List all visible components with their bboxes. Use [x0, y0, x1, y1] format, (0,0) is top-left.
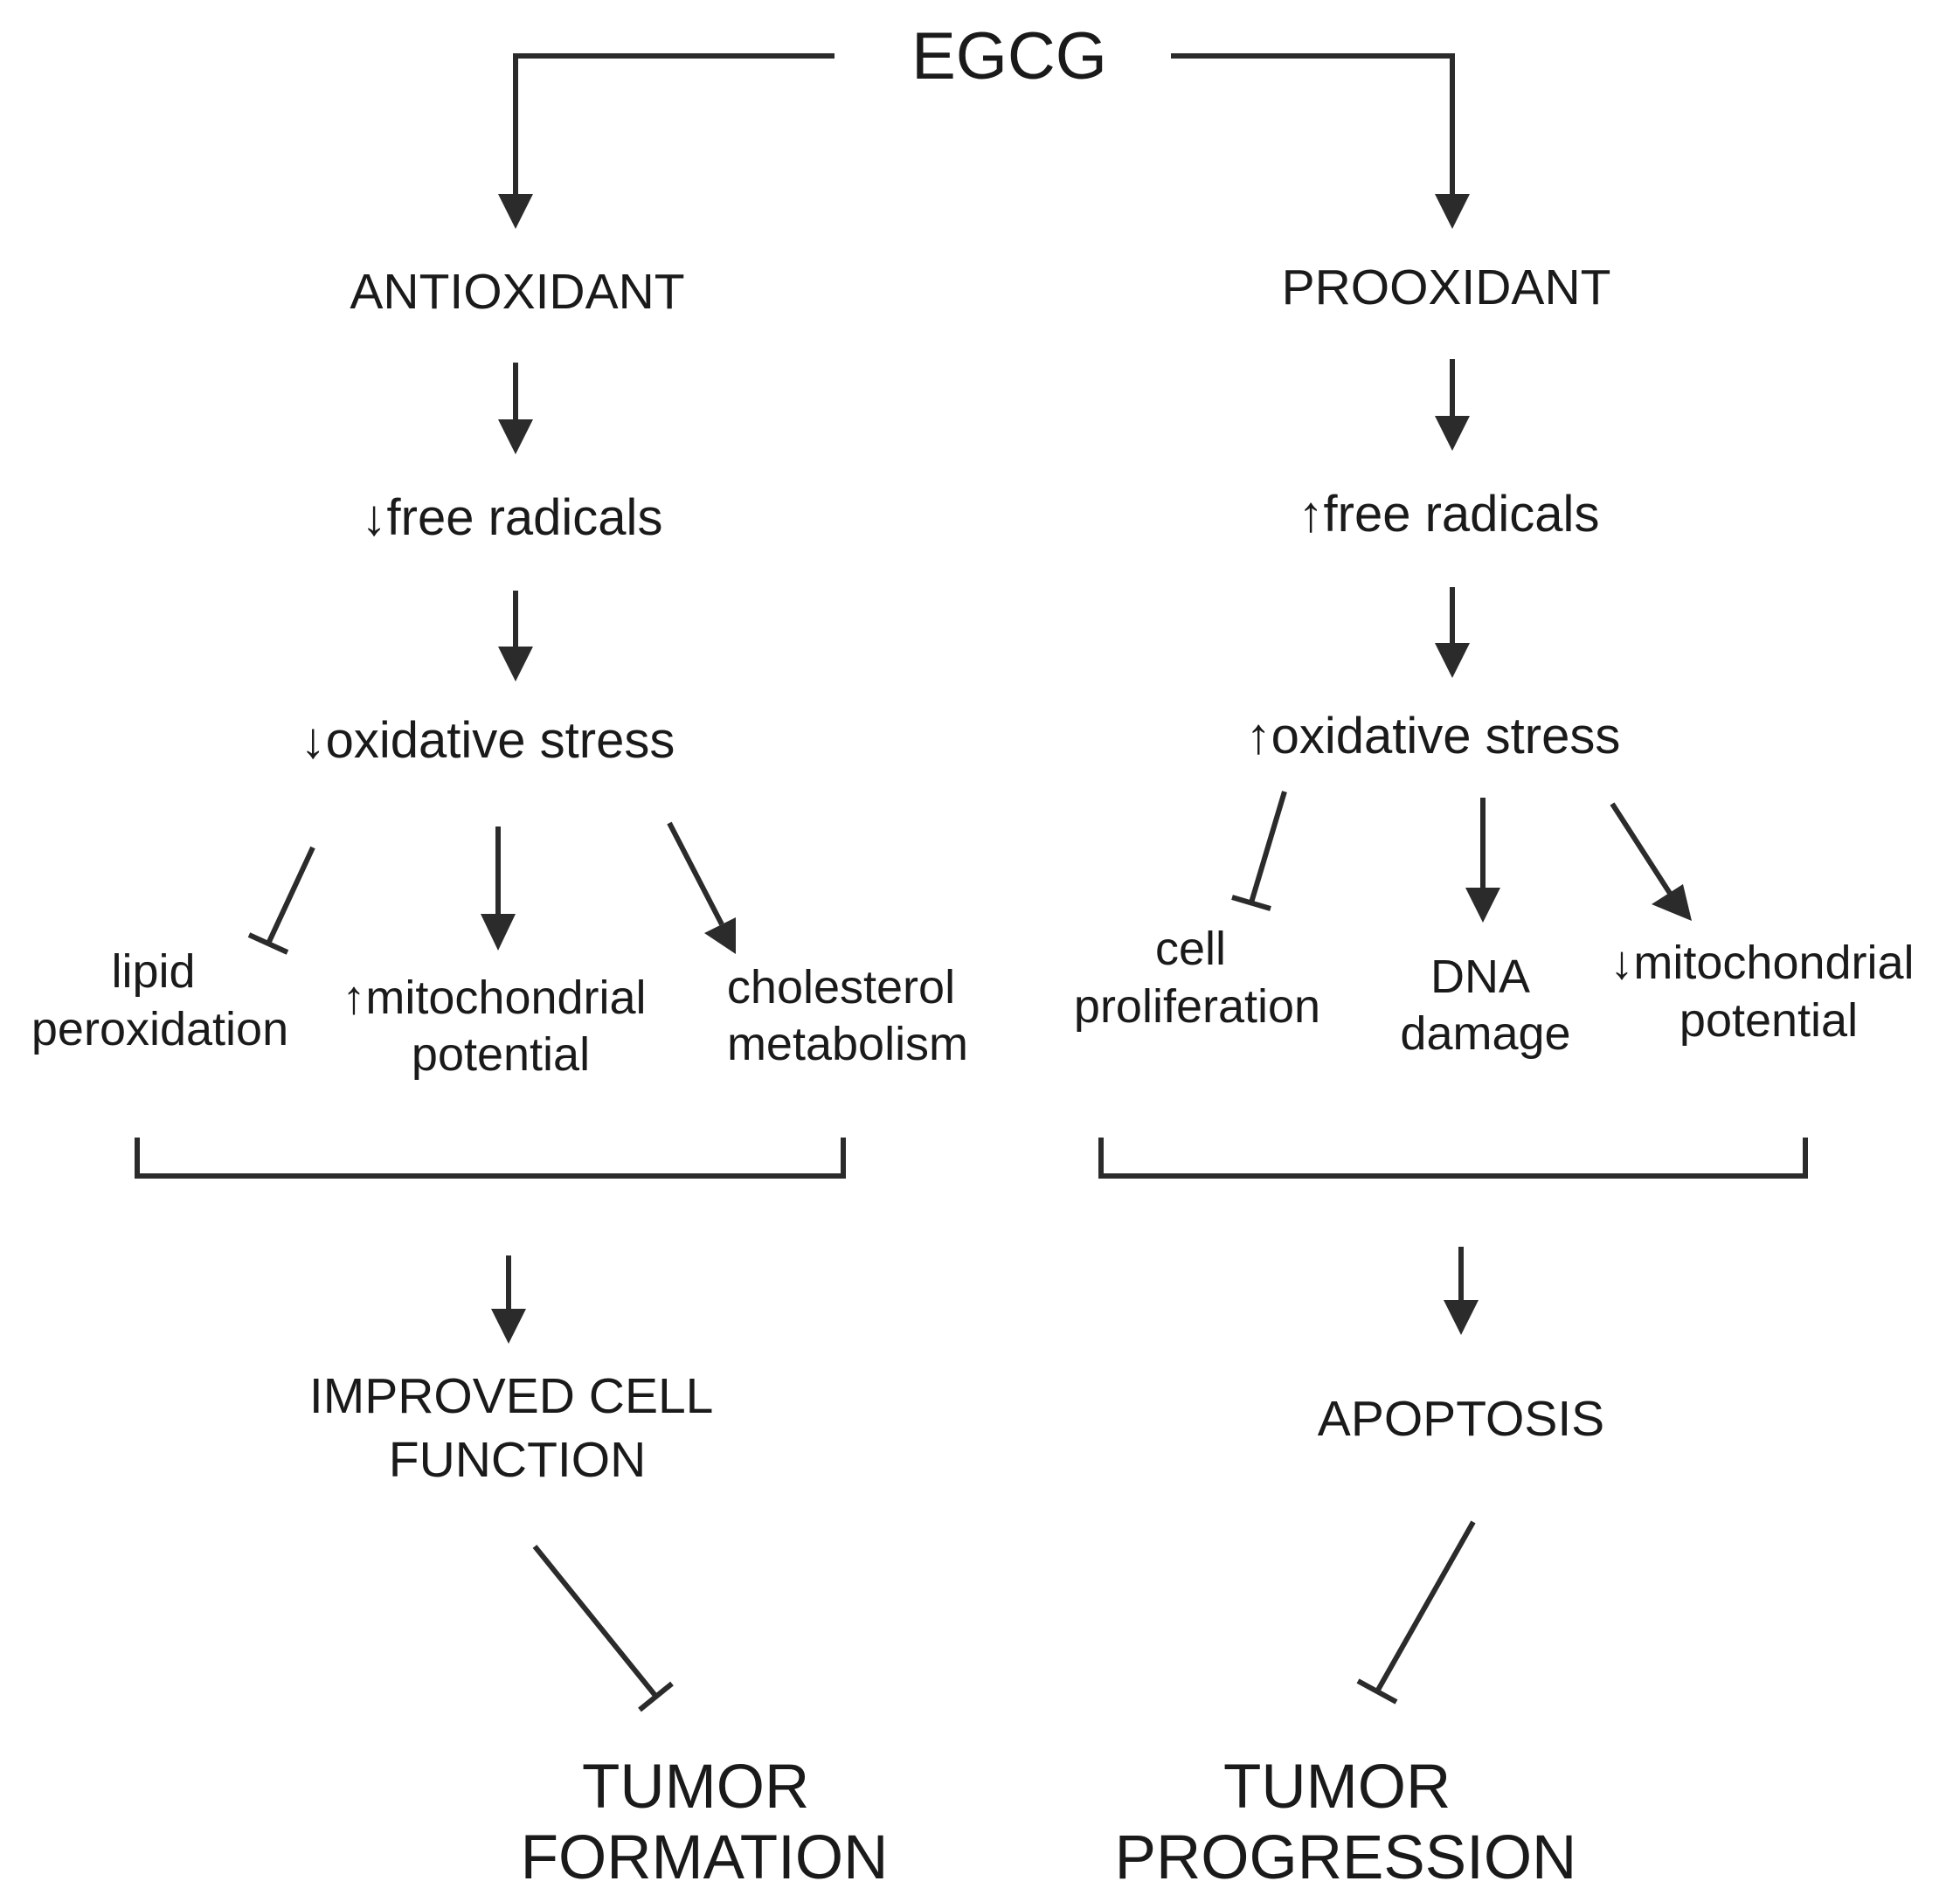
- arrowhead: [1435, 416, 1470, 451]
- effect-cell-proliferation: cell proliferation: [1074, 923, 1320, 1033]
- effect-mitochondrial-potential-up: ↑mitochondrial potential: [342, 972, 659, 1081]
- arrowhead: [491, 1309, 526, 1344]
- arrowhead-to-antioxidant: [498, 194, 533, 229]
- arrowhead-to-prooxidant: [1435, 194, 1470, 229]
- inhibit-bar-tumor-progression: [1356, 1678, 1398, 1705]
- effect-dna-damage: DNA damage: [1400, 951, 1570, 1060]
- outcome-tumor-formation: TUMOR FORMATION: [521, 1753, 889, 1892]
- inhibit-bar-tumor-formation: [638, 1681, 674, 1712]
- inhibit-line-lipid-peroxidation: [266, 846, 315, 945]
- arrowhead: [498, 647, 533, 681]
- arrowhead: [481, 914, 516, 951]
- arrowhead: [704, 917, 736, 954]
- prooxidant-node: PROOXIDANT: [1282, 259, 1611, 315]
- effect-mitochondrial-potential-down: ↓mitochondrial potential: [1610, 937, 1927, 1047]
- arrowhead: [1435, 643, 1470, 678]
- improved-cell-function-node: IMPROVED CELL FUNCTION: [309, 1368, 725, 1488]
- bracket-prooxidant-effects: [1098, 1138, 1808, 1179]
- root-connector-left: [513, 53, 835, 199]
- bracket-antioxidant-effects: [135, 1138, 846, 1179]
- apoptosis-node: APOPTOSIS: [1318, 1391, 1604, 1447]
- effect-lipid-peroxidation: lipid peroxidation: [31, 945, 288, 1055]
- inhibit-bar-cell-proliferation: [1231, 895, 1271, 911]
- arrowhead: [1465, 888, 1500, 923]
- inhibit-bar-lipid-peroxidation: [247, 932, 289, 955]
- arrowhead: [1444, 1300, 1479, 1335]
- prooxidant-free-radicals: ↑free radicals: [1299, 486, 1600, 543]
- arrow-to-mitochondrial-potential-down: [1610, 802, 1673, 896]
- inhibit-line-tumor-formation: [532, 1545, 659, 1698]
- root-node-egcg: EGCG: [911, 19, 1107, 93]
- arrowhead: [1652, 884, 1692, 921]
- prooxidant-oxidative-stress: ↑oxidative stress: [1246, 708, 1621, 764]
- antioxidant-oxidative-stress: ↓oxidative stress: [301, 712, 675, 769]
- antioxidant-free-radicals: ↓free radicals: [362, 489, 663, 546]
- arrow-to-cholesterol-metabolism: [667, 821, 724, 926]
- inhibit-line-tumor-progression: [1375, 1520, 1476, 1693]
- effect-cholesterol-metabolism: cholesterol metabolism: [727, 961, 968, 1070]
- inhibit-line-cell-proliferation: [1249, 791, 1287, 903]
- root-connector-right: [1171, 53, 1455, 199]
- outcome-tumor-progression: TUMOR PROGRESSION: [1115, 1753, 1577, 1892]
- antioxidant-node: ANTIOXIDANT: [350, 264, 684, 320]
- arrowhead: [498, 419, 533, 454]
